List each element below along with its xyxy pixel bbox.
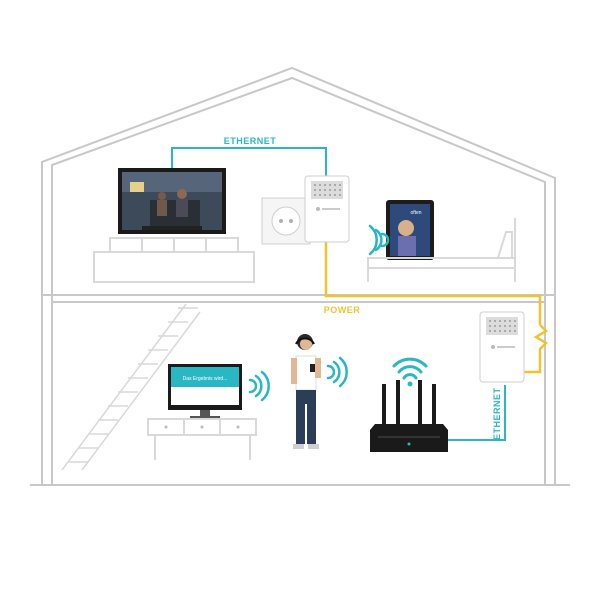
powerline-adapter-icon [479, 311, 525, 383]
tv-icon [118, 168, 226, 234]
monitor-screen-text: Das Ergebnis wird... [183, 376, 228, 382]
ethernet-cable-bottom [445, 385, 506, 441]
stairs-icon [61, 303, 201, 471]
wifi-icon [326, 356, 348, 388]
person-icon [291, 334, 321, 449]
tablet-icon: often [386, 200, 434, 260]
wifi-icon [368, 224, 390, 256]
wifi-icon [248, 370, 270, 402]
monitor-icon: Das Ergebnis wird... [168, 364, 242, 418]
wifi-icon [392, 357, 428, 380]
router-icon [370, 380, 448, 452]
ethernet-label-top: ETHERNET [224, 136, 277, 146]
power-line [324, 240, 549, 374]
sofa [93, 237, 255, 283]
ethernet-label-side: ETHERNET [492, 387, 502, 440]
house-outline [30, 66, 570, 486]
ethernet-cable-top [171, 147, 327, 178]
powerline-adapter-icon [304, 175, 350, 243]
power-label: POWER [324, 305, 361, 315]
bed-icon [367, 218, 516, 282]
wall-socket [261, 197, 311, 245]
wifi-dot [407, 381, 413, 387]
desk [147, 418, 257, 460]
tablet-screen-text: often [410, 210, 421, 216]
